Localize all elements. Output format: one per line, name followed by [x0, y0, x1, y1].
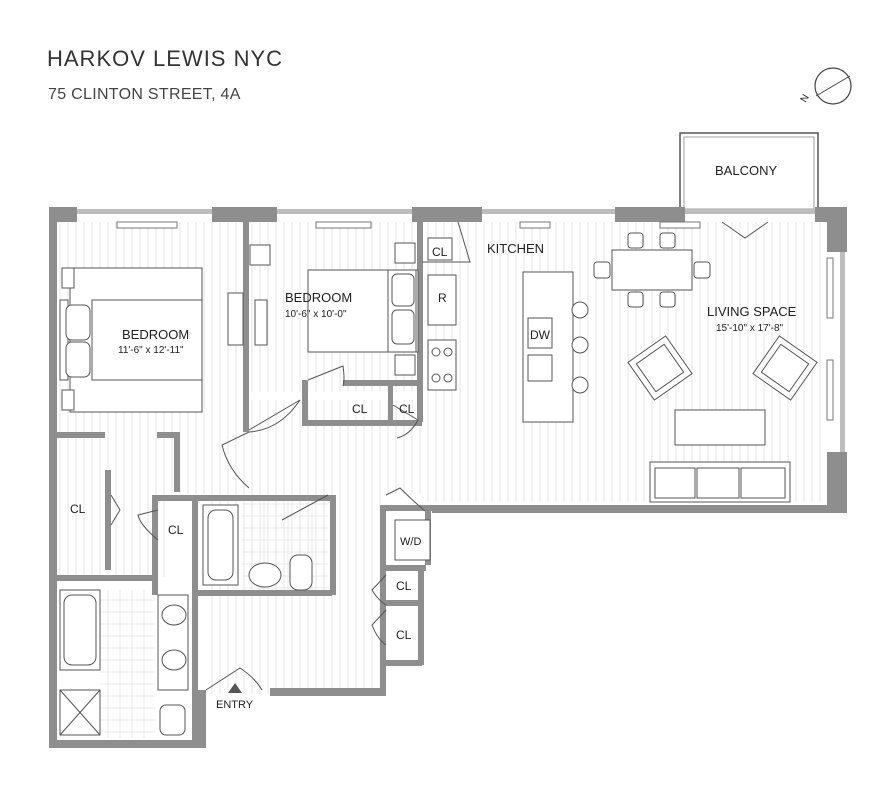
walls [49, 207, 847, 748]
closet-bedroom-2a: CL [352, 402, 368, 416]
dishwasher-label: DW [530, 328, 551, 342]
fridge-label: R [438, 291, 447, 305]
compass-icon: N [799, 67, 852, 105]
windows [116, 221, 834, 421]
door-swings [110, 221, 769, 691]
labels: BALCONY KITCHEN LIVING SPACE 15'-10" x 1… [70, 163, 797, 711]
bedroom-1-dims: 11'-6" x 12'-11" [118, 345, 184, 356]
balcony-label: BALCONY [715, 163, 777, 178]
bedroom-1-label: BEDROOM [122, 327, 189, 342]
kitchen-label: KITCHEN [487, 241, 544, 256]
closet-bedroom-1: CL [70, 502, 86, 516]
closet-entry-a: CL [396, 579, 412, 593]
closet-hall: CL [168, 523, 184, 537]
bathroom-fixtures [59, 504, 313, 736]
bedroom-2-dims: 10'-6" x 10'-0" [285, 309, 347, 320]
living-dims: 15'-10" x 17'-8" [716, 323, 784, 334]
north-label: N [799, 93, 812, 105]
brand-title: HARKOV LEWIS NYC [47, 46, 284, 71]
address-subtitle: 75 CLINTON STREET, 4A [48, 86, 241, 103]
entry-label: ENTRY [216, 699, 254, 711]
bedroom-2-label: BEDROOM [285, 290, 352, 305]
balcony [679, 132, 819, 214]
laundry [394, 519, 431, 561]
washer-dryer-label: W/D [400, 536, 421, 548]
kitchen-fixtures [427, 237, 589, 423]
entry-arrow-icon [228, 683, 242, 693]
living-furniture [593, 232, 818, 503]
closet-bedroom-2b: CL [399, 402, 415, 416]
closet-entry-b: CL [396, 628, 412, 642]
closet-kitchen: CL [432, 245, 448, 259]
bed-bedroom-1 [59, 267, 244, 413]
bed-bedroom-2 [249, 242, 419, 376]
living-label: LIVING SPACE [707, 304, 797, 319]
